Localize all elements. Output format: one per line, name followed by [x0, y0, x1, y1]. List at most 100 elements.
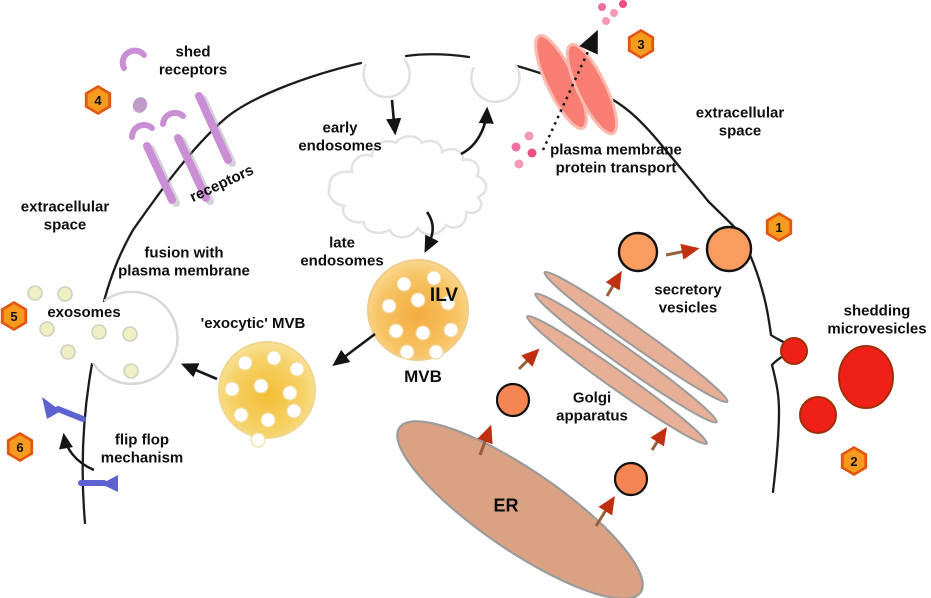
- early-endosome: [327, 135, 488, 239]
- endocytic-pits: [362, 58, 521, 104]
- label-flip-flop-mechanism: flip flop mechanism: [100, 431, 184, 466]
- label-fusion-with-plasma-membrane: fusion with plasma membrane: [118, 244, 250, 279]
- flip-flop-lipid-outer: [55, 406, 86, 422]
- membrane-segment-right: [515, 64, 792, 494]
- secretory-vesicle: [617, 231, 659, 273]
- arrow-early-to-late: [424, 211, 439, 254]
- membrane-protein-transport-group: [511, 0, 627, 169]
- microvesicle: [799, 396, 837, 434]
- exosome-vesicles: [27, 285, 139, 379]
- receptor-cups: [128, 109, 186, 140]
- badge-2-number: 2: [843, 449, 865, 473]
- receptor: [174, 134, 210, 202]
- shedding-microvesicles-group: [780, 337, 894, 434]
- arrow-golgi-to-secretory: [605, 270, 622, 297]
- microvesicle-budding: [780, 337, 808, 365]
- pathway-arrows: [180, 99, 494, 381]
- badge-2-hexagon: 2: [840, 446, 868, 476]
- badge-4: 4: [84, 85, 112, 115]
- label-golgi-apparatus: Golgi apparatus: [556, 389, 628, 424]
- membrane-segment-top: [404, 53, 471, 59]
- label-er: ER: [493, 495, 519, 516]
- badge-5-number: 5: [3, 304, 25, 328]
- exosome: [27, 285, 43, 301]
- badge-2: 2: [840, 446, 868, 476]
- exosome: [57, 286, 73, 302]
- exosome: [91, 324, 107, 340]
- endocytic-pit-left: [362, 58, 411, 99]
- arrow-exocytic-to-fusion: [180, 363, 218, 381]
- badge-4-number: 4: [87, 88, 109, 112]
- fused-mvb: [91, 290, 179, 386]
- arrow-mvb-to-exocytic: [332, 332, 376, 367]
- endoplasmic-reticulum: [396, 420, 644, 598]
- label-plasma-membrane-protein-transport: plasma membrane protein transport: [550, 141, 682, 176]
- receptors-group: [119, 47, 236, 207]
- badge-1-hexagon: 1: [765, 212, 793, 242]
- label-exocytic-mvb: 'exocytic' MVB: [200, 315, 306, 333]
- label-ilv: ILV: [429, 284, 459, 306]
- exosome: [123, 363, 139, 379]
- badge-1: 1: [765, 212, 793, 242]
- shed-receptor-cup: [119, 47, 147, 71]
- badge-3: 3: [627, 29, 655, 59]
- arrow-er-to-vesicle2: [594, 495, 615, 527]
- receptor-cup: [160, 109, 186, 127]
- label-exosomes: exosomes: [47, 304, 121, 322]
- exosome: [39, 321, 55, 337]
- arrow-vesicle-to-golgi: [517, 348, 540, 371]
- exocytic-mvb-body-group: [218, 341, 316, 448]
- arrow-er-to-vesicle: [477, 424, 493, 456]
- endocytic-pit-right: [470, 63, 521, 104]
- membrane-segment-bottom-left: [81, 362, 94, 525]
- badge-3-number: 3: [630, 32, 652, 56]
- arrow-vesicle2-to-golgi: [650, 426, 667, 451]
- secretory-pathway-arrows: [477, 243, 700, 527]
- flip-flop-head-outer: [42, 397, 61, 419]
- arrow-secretory-to-membrane: [665, 243, 700, 260]
- badge-6-number: 6: [9, 435, 31, 459]
- receptor-cup: [128, 121, 155, 140]
- transport-vesicle: [495, 382, 531, 418]
- label-shed-receptors: shed receptors: [158, 43, 228, 78]
- badge-5-hexagon: 5: [0, 301, 28, 331]
- secretory-vesicle-docked: [705, 225, 753, 273]
- label-extracellular-space-right: extracellular space: [695, 104, 785, 139]
- flip-flop-group: [42, 397, 118, 492]
- exosome: [122, 326, 138, 342]
- receptor: [143, 142, 176, 204]
- golgi-cisterna: [534, 292, 718, 424]
- arrow-recycling: [460, 106, 494, 156]
- exosome: [60, 344, 76, 360]
- label-secretory-vesicles: secretory vesicles: [654, 281, 722, 316]
- protein-dots-inside: [511, 131, 537, 169]
- arrow-endocytosis: [386, 99, 402, 136]
- label-late-endosomes: late endosomes: [300, 234, 384, 269]
- receptor: [195, 92, 232, 164]
- flip-flop-head-inner: [101, 475, 118, 492]
- label-early-endosomes: early endosomes: [298, 119, 382, 154]
- badge-5: 5: [0, 301, 28, 331]
- mvb-late-endosome: [367, 259, 469, 361]
- golgi-cisterna: [526, 315, 708, 445]
- protein-transport-dashed-arrow: [541, 29, 598, 151]
- golgi-apparatus: [526, 270, 729, 445]
- exocytic-ilv-vesicles: [224, 350, 305, 448]
- receptor-rods: [143, 92, 232, 204]
- transport-vesicle: [613, 461, 649, 497]
- badge-6: 6: [6, 432, 34, 462]
- badge-4-hexagon: 4: [84, 85, 112, 115]
- ilv-vesicles: [381, 270, 459, 360]
- shed-receptor-fragment: [132, 97, 148, 113]
- label-shedding-microvesicles: shedding microvesicles: [827, 302, 927, 337]
- microvesicle-large: [838, 345, 894, 409]
- badge-3-hexagon: 3: [627, 29, 655, 59]
- golgi-cisterna: [543, 270, 729, 404]
- badge-6-hexagon: 6: [6, 432, 34, 462]
- label-mvb: MVB: [404, 366, 442, 386]
- flip-flop-arrow: [59, 432, 95, 472]
- label-extracellular-space-left: extracellular space: [20, 198, 110, 233]
- protein-dots-outside: [598, 0, 627, 25]
